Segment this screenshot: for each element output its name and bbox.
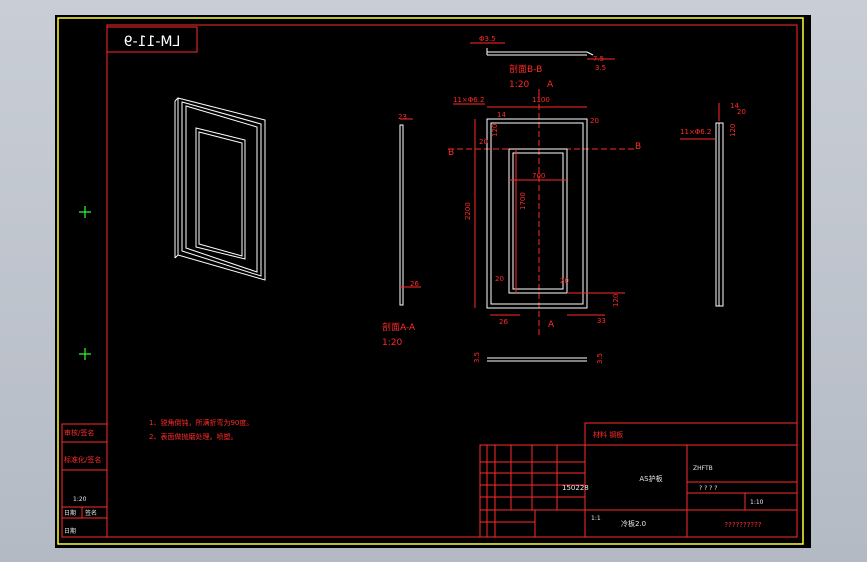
dim-side-top: 23: [398, 113, 407, 121]
dim-front-bottom-right-b: 33: [597, 317, 606, 325]
code-small: ZHFTB: [693, 465, 713, 472]
stamp-label-2: 标准化/签名: [64, 455, 101, 464]
dim-top-strip-right2: 3.5: [595, 64, 606, 72]
section-bb-title: 剖面B-B: [509, 63, 542, 75]
dim-inner-width: 700: [532, 172, 545, 180]
section-bb-scale: 1:20: [509, 80, 529, 90]
dim-right-top1: 14: [730, 102, 739, 110]
section-mark-a-bottom: A: [548, 320, 555, 330]
thickness: 冷板2.0: [621, 519, 646, 528]
dim-front-width: 1100: [532, 96, 550, 104]
dim-front-bottom-right-a: 20: [560, 277, 569, 285]
section-bb-marker: A: [547, 80, 554, 90]
dim-front-frame-top: 14: [497, 111, 506, 119]
dim-front-bottom-side: 120: [612, 294, 620, 307]
dim-inner-height: 1700: [519, 192, 527, 210]
dim-front-bottom-left-a: 20: [495, 275, 504, 283]
scale-note: 1:1: [591, 515, 601, 522]
dim-right-side: 120: [729, 124, 737, 137]
right-side-view: 14 20 11×Φ6.2 120: [680, 102, 746, 307]
dim-front-bottom-left-b: 26: [499, 318, 508, 326]
dim-front-right: 20: [590, 117, 599, 125]
section-bb-view: Φ3.5 7.5 3.5 剖面B-B 1:20 A: [470, 35, 615, 95]
dim-top-strip-left: Φ3.5: [479, 35, 496, 43]
drawing-no: 150228: [562, 484, 589, 492]
outer-frame: [57, 17, 804, 545]
bottom-strip-view: 3.5 3.5: [473, 352, 604, 364]
stamp-label-3: 1:20: [73, 496, 87, 503]
company: ??????????: [724, 521, 761, 529]
section-mark-b-right: B: [635, 142, 641, 152]
stamp-label-6: 日期: [64, 527, 76, 535]
dim-side-bottom: 26: [410, 280, 419, 288]
dim-front-hole: 11×Φ6.2: [453, 96, 484, 104]
note-1: 1、锐角倒钝，所满折弯为90度。: [149, 418, 253, 427]
crosshair-icon: [79, 206, 91, 218]
drawing-canvas: LM-11-9 23 26 剖面A-A 1:20 Φ3.5 7.5: [57, 17, 804, 545]
stamp-label-5: 签名: [85, 509, 97, 517]
section-aa-scale: 1:20: [382, 338, 402, 348]
code-box: [106, 26, 198, 53]
section-aa-title: 剖面A-A: [382, 321, 416, 333]
crosshair-icon: [79, 348, 91, 360]
section-aa-view: 23 26 剖面A-A 1:20: [382, 113, 421, 348]
title-block: 材料 钢板 AS护板 150228 1:1 冷板2.0 ZHFTB ? ? ? …: [479, 422, 798, 538]
dim-front-height: 2200: [464, 202, 472, 220]
cad-viewport[interactable]: LM-11-9 23 26 剖面A-A 1:20 Φ3.5 7.5: [55, 15, 811, 548]
dim-bottom-strip-right: 3.5: [596, 353, 604, 364]
sheet-marks: ? ? ? ?: [699, 485, 717, 492]
stamp-label-4: 日期: [64, 509, 76, 517]
note-2: 2、表面做抛磨处理。喷塑。: [149, 432, 237, 441]
section-mark-b-left: B: [448, 148, 454, 158]
stamp-label-1: 审核/签名: [64, 428, 94, 437]
dim-right-hole: 11×Φ6.2: [680, 128, 711, 136]
dim-top-strip-right1: 7.5: [593, 55, 604, 63]
dim-right-top2: 20: [737, 108, 746, 116]
left-stamp-area: 审核/签名 标准化/签名 1:20 日期 签名 日期: [61, 423, 108, 538]
part-name: AS护板: [639, 474, 662, 483]
qty: 1:10: [750, 499, 764, 506]
isometric-panel: [174, 97, 266, 281]
front-view: 11×Φ6.2 1100 14 20 120 20 B B 2200 700 1…: [448, 95, 641, 335]
inner-frame: [106, 24, 798, 538]
dim-bottom-strip-left: 3.5: [473, 352, 481, 363]
material-label: 材料 钢板: [593, 430, 623, 439]
drawing-code: LM-11-9: [124, 34, 181, 50]
dim-front-frame-side: 120: [491, 124, 499, 137]
dim-front-frame-h: 20: [479, 138, 488, 146]
